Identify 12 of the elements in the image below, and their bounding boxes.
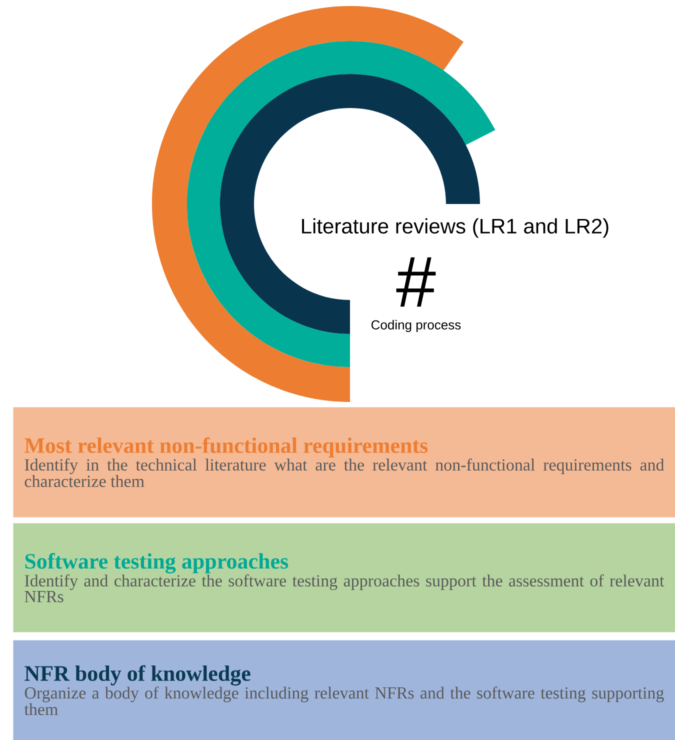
box-description: Organize a body of knowledge including relevant NFRs and the software testing supporting them — [24, 686, 664, 716]
requirement-box — [13, 640, 675, 740]
box-heading: NFR body of knowledge — [24, 665, 250, 686]
hash-symbol: # — [396, 257, 436, 307]
requirement-box — [13, 407, 675, 518]
title-label: Literature reviews (LR1 and LR2) — [302, 218, 608, 238]
box-heading: Most relevant non-functional requirements — [24, 437, 428, 458]
box-heading: Software testing approaches — [25, 553, 288, 574]
caption-label: Coding process — [372, 320, 461, 332]
box-description: Identify and characterize the software testing approaches support the assessment of relevant NFRs — [24, 574, 664, 602]
requirement-box — [13, 523, 675, 632]
box-description: Identify in the technical literature what are the relevant non-functional requirements and characterize them — [24, 458, 664, 488]
